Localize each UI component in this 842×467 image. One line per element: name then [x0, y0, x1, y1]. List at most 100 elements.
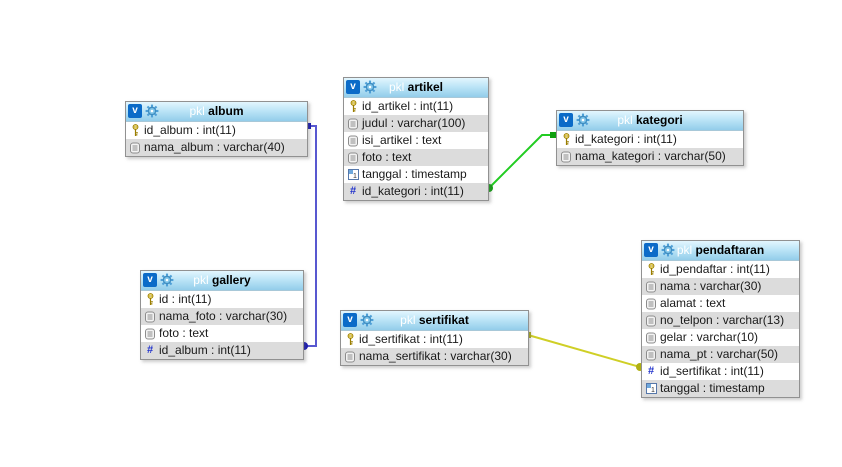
column-row-artikel-1[interactable]: judul : varchar(100) — [344, 115, 488, 132]
column-row-artikel-0[interactable]: id_artikel : int(11) — [344, 98, 488, 115]
text-icon — [644, 281, 658, 293]
table-header-icons: v — [143, 273, 174, 287]
toggle-view-icon[interactable]: v — [128, 104, 142, 118]
text-icon — [644, 332, 658, 344]
table-header-icons: v — [128, 104, 159, 118]
db-prefix: pkl — [388, 80, 405, 94]
svg-text:1: 1 — [651, 387, 655, 394]
hash-icon: # — [647, 365, 655, 377]
column-label: no_telpon : varchar(13) — [660, 313, 785, 327]
table-header-kategori[interactable]: v pkl kategori — [557, 111, 743, 131]
column-label: nama : varchar(30) — [660, 279, 762, 293]
table-header-album[interactable]: v pkl album — [126, 102, 307, 122]
column-row-artikel-3[interactable]: foto : text — [344, 149, 488, 166]
db-prefix: pkl — [189, 104, 205, 118]
column-row-pendaftaran-5[interactable]: nama_pt : varchar(50) — [642, 346, 799, 363]
calendar-icon: 1 — [346, 169, 360, 180]
column-label: id_kategori : int(11) — [575, 132, 677, 146]
key-icon — [343, 333, 357, 346]
column-row-album-1[interactable]: nama_album : varchar(40) — [126, 139, 307, 156]
text-icon — [143, 328, 157, 340]
table-header-icons: v — [346, 80, 377, 94]
table-kategori[interactable]: v pkl kategori id_kategori : int(11) nama_k… — [556, 110, 744, 166]
table-name: pendaftaran — [695, 243, 765, 257]
column-label: id_artikel : int(11) — [362, 99, 454, 113]
table-name: album — [208, 104, 244, 118]
column-row-gallery-1[interactable]: nama_foto : varchar(30) — [141, 308, 303, 325]
column-row-pendaftaran-0[interactable]: id_pendaftar : int(11) — [642, 261, 799, 278]
text-icon — [346, 152, 360, 164]
toggle-view-icon[interactable]: v — [343, 313, 357, 327]
table-gallery[interactable]: v pkl gallery id : int(11)nama_foto : varc… — [140, 270, 304, 360]
column-row-pendaftaran-4[interactable]: gelar : varchar(10) — [642, 329, 799, 346]
column-label: gelar : varchar(10) — [660, 330, 759, 344]
column-row-artikel-5[interactable]: #id_kategori : int(11) — [344, 183, 488, 200]
column-label: judul : varchar(100) — [362, 116, 466, 130]
text-icon — [644, 349, 658, 361]
text-icon — [644, 298, 658, 310]
column-row-gallery-3[interactable]: # id_album : int(11) — [141, 342, 303, 359]
table-options-gear-icon[interactable] — [576, 113, 590, 127]
calendar-icon: 1 — [644, 383, 658, 394]
column-row-gallery-0[interactable]: id : int(11) — [141, 291, 303, 308]
column-label: foto : text — [159, 326, 209, 340]
relation-sertifikat-pendaftaran-line — [527, 334, 641, 368]
column-row-kategori-0[interactable]: id_kategori : int(11) — [557, 131, 743, 148]
toggle-view-icon[interactable]: v — [559, 113, 573, 127]
column-label: tanggal : timestamp — [362, 167, 467, 181]
table-options-gear-icon[interactable] — [360, 313, 374, 327]
table-options-gear-icon[interactable] — [160, 273, 174, 287]
relation-artikel-kategori-line — [488, 134, 554, 189]
column-label: id_sertifikat : int(11) — [359, 332, 463, 346]
column-row-sertifikat-1[interactable]: nama_sertifikat : varchar(30) — [341, 348, 528, 365]
column-row-artikel-2[interactable]: isi_artikel : text — [344, 132, 488, 149]
toggle-view-icon[interactable]: v — [143, 273, 157, 287]
text-icon — [644, 315, 658, 327]
column-row-gallery-2[interactable]: foto : text — [141, 325, 303, 342]
column-row-kategori-1[interactable]: nama_kategori : varchar(50) — [557, 148, 743, 165]
column-row-pendaftaran-1[interactable]: nama : varchar(30) — [642, 278, 799, 295]
column-row-pendaftaran-6[interactable]: # id_sertifikat : int(11) — [642, 363, 799, 380]
column-row-pendaftaran-3[interactable]: no_telpon : varchar(13) — [642, 312, 799, 329]
text-icon — [143, 311, 157, 323]
column-label: id_sertifikat : int(11) — [660, 364, 764, 378]
column-label: id_album : int(11) — [159, 343, 251, 357]
db-prefix: pkl — [193, 273, 209, 287]
key-icon — [559, 133, 573, 146]
column-row-artikel-4[interactable]: 1 tanggal : timestamp — [344, 166, 488, 183]
column-label: foto : text — [362, 150, 412, 164]
column-label: alamat : text — [660, 296, 726, 310]
text-icon — [559, 151, 573, 163]
table-album[interactable]: v pkl album id_album : int(11)nama_album :… — [125, 101, 308, 157]
hash-icon: # — [146, 344, 154, 356]
table-header-icons: v — [644, 243, 675, 257]
column-label: tanggal : timestamp — [660, 381, 765, 395]
column-label: nama_kategori : varchar(50) — [575, 149, 726, 163]
table-header-gallery[interactable]: v pkl gallery — [141, 271, 303, 291]
column-row-album-0[interactable]: id_album : int(11) — [126, 122, 307, 139]
svg-text:1: 1 — [353, 173, 357, 180]
db-prefix: pkl — [400, 313, 416, 327]
table-options-gear-icon[interactable] — [145, 104, 159, 118]
db-prefix: pkl — [617, 113, 633, 127]
table-name: kategori — [636, 113, 683, 127]
toggle-view-icon[interactable]: v — [644, 243, 658, 257]
text-icon — [128, 142, 142, 154]
relation-album-gallery-line — [304, 125, 317, 347]
key-icon — [346, 100, 360, 113]
table-name: gallery — [211, 273, 251, 287]
table-header-icons: v — [559, 113, 590, 127]
toggle-view-icon[interactable]: v — [346, 80, 360, 94]
column-label: nama_foto : varchar(30) — [159, 309, 288, 323]
column-row-pendaftaran-7[interactable]: 1 tanggal : timestamp — [642, 380, 799, 397]
column-row-sertifikat-0[interactable]: id_sertifikat : int(11) — [341, 331, 528, 348]
column-row-pendaftaran-2[interactable]: alamat : text — [642, 295, 799, 312]
table-options-gear-icon[interactable] — [661, 243, 675, 257]
table-options-gear-icon[interactable] — [363, 80, 377, 94]
